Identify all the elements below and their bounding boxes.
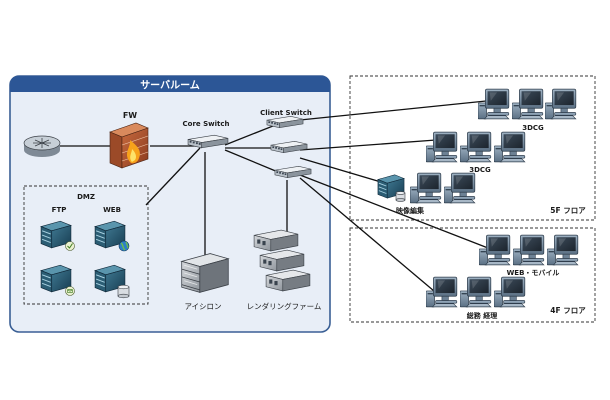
database-icon <box>117 284 130 299</box>
floor-5f-panel <box>349 75 596 221</box>
web-label: WEB <box>103 206 121 214</box>
pc-3dcg-a-3-icon <box>545 88 577 120</box>
dmz-title: DMZ <box>77 193 95 201</box>
group-3dcg-1-label: 3DCG <box>522 124 544 132</box>
dmz-panel <box>23 185 149 305</box>
pc-3dcg-b-3-icon <box>494 131 526 163</box>
group-3dcg-2-label: 3DCG <box>469 166 491 174</box>
pc-web-1-icon <box>479 234 511 266</box>
ftp-label: FTP <box>52 206 67 214</box>
router-icon <box>23 135 61 157</box>
pc-editing-1-icon <box>410 172 442 204</box>
pc-3dcg-b-2-icon <box>460 131 492 163</box>
mail-badge-icon <box>65 286 75 296</box>
group-video-editing-label: 映像編集 <box>396 206 425 215</box>
network-cables <box>58 100 489 292</box>
pc-web-3-icon <box>547 234 579 266</box>
floor-4f-panel <box>349 227 596 323</box>
firewall-icon <box>109 122 149 169</box>
pc-web-2-icon <box>513 234 545 266</box>
isilon-storage-icon <box>181 253 229 293</box>
isilon-label: アイシロン <box>184 302 221 311</box>
floor-4f-label: 4F フロア <box>550 306 586 315</box>
pc-admin-2-icon <box>460 276 492 308</box>
group-admin-accounting-label: 総務 経理 <box>467 311 497 320</box>
ftp-badge-icon <box>65 241 75 251</box>
globe-icon <box>118 240 130 252</box>
pc-editing-2-icon <box>444 172 476 204</box>
editing-storage-icon <box>395 191 406 202</box>
pc-admin-1-icon <box>426 276 458 308</box>
pc-admin-3-icon <box>494 276 526 308</box>
fw-label: FW <box>123 111 137 120</box>
pc-3dcg-b-1-icon <box>426 131 458 163</box>
core-switch-label: Core Switch <box>183 120 230 128</box>
pc-3dcg-a-1-icon <box>478 88 510 120</box>
client-switch-label: Client Switch <box>260 109 312 117</box>
server-room-panel: サーバルーム <box>9 75 331 333</box>
floor-5f-label: 5F フロア <box>550 206 586 215</box>
render-farm-label: レンダリングファーム <box>247 301 322 311</box>
group-web-mobile-label: WEB・モバイル <box>507 269 560 277</box>
server-room-title: サーバルーム <box>140 80 200 92</box>
pc-3dcg-a-2-icon <box>512 88 544 120</box>
